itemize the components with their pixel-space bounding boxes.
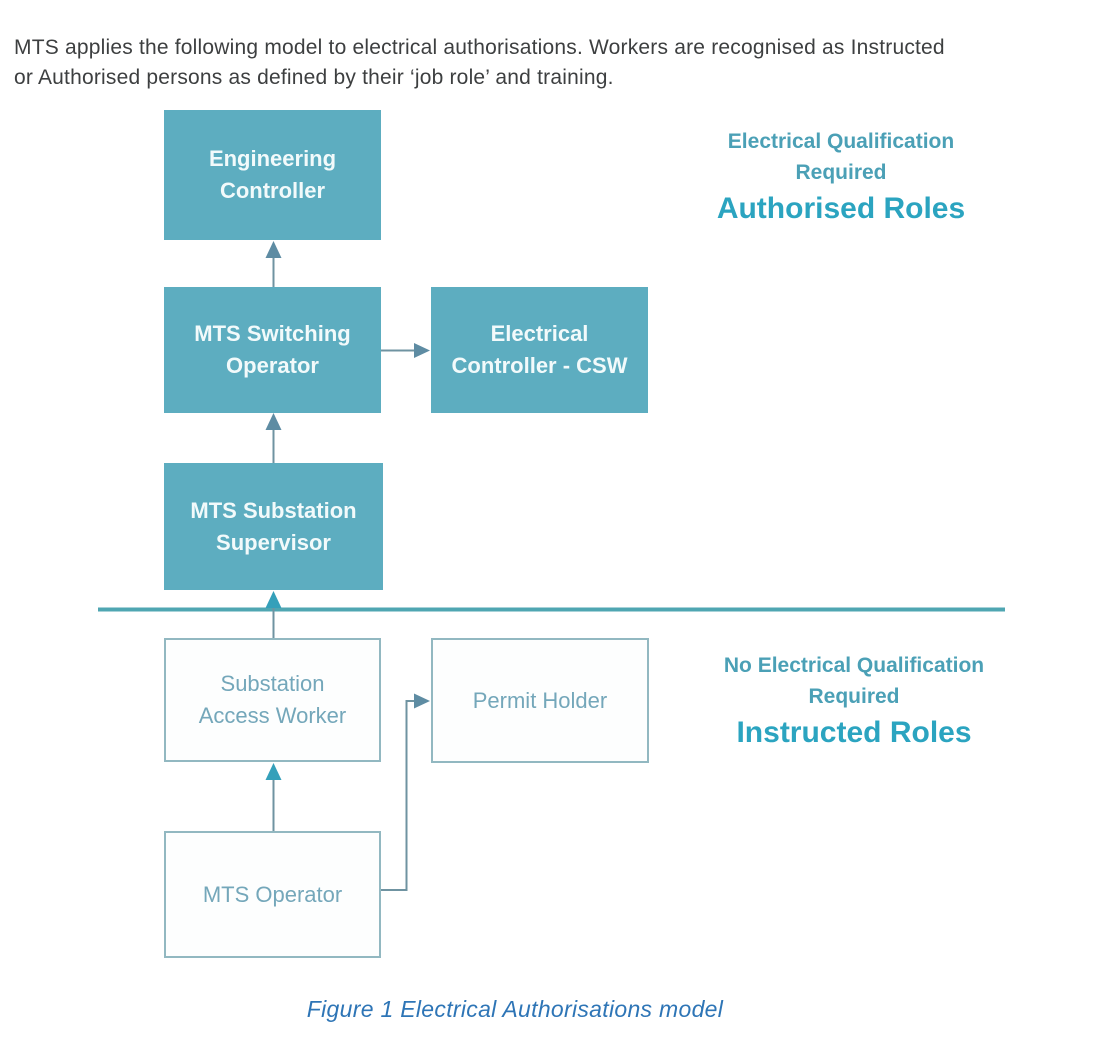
instructed-requirement-line-1: No Electrical Qualification xyxy=(723,654,985,677)
intro-line-2: or Authorised persons as defined by thei… xyxy=(14,66,614,89)
node-engineering-controller: Engineering Controller xyxy=(164,110,381,240)
instructed-roles-title: Instructed Roles xyxy=(736,716,972,749)
authorised-requirement-line-1: Electrical Qualification xyxy=(727,130,955,153)
node-label-line: Engineering xyxy=(208,146,337,171)
intro-paragraph: MTS applies the following model to elect… xyxy=(14,33,1100,93)
node-label-line: Permit Holder xyxy=(472,687,608,713)
intro-line-1: MTS applies the following model to elect… xyxy=(14,36,945,59)
node-electrical-controller-csw: Electrical Controller - CSW xyxy=(431,287,648,413)
node-substation-access-worker: Substation Access Worker xyxy=(164,638,381,762)
node-label-line: Operator xyxy=(226,353,319,378)
arrow-operator-to-accessworker-head xyxy=(265,763,282,780)
node-label-line: Controller xyxy=(219,178,326,203)
authorised-roles-label: Electrical Qualification Required Author… xyxy=(655,126,1027,228)
authorised-roles-title: Authorised Roles xyxy=(716,192,966,225)
node-label-line: Electrical xyxy=(490,321,589,346)
arrow-operator-to-permitholder-line xyxy=(381,700,415,891)
arrow-accessworker-to-supervisor-head xyxy=(265,591,282,608)
node-mts-substation-supervisor: MTS Substation Supervisor xyxy=(164,463,383,590)
node-label-line: MTS Operator xyxy=(202,881,343,907)
figure-caption: Figure 1 Electrical Authorisations model xyxy=(306,996,724,1022)
arrow-switching-to-csw-head xyxy=(414,343,430,358)
instructed-roles-label: No Electrical Qualification Required Ins… xyxy=(668,650,1040,752)
node-label-line: Access Worker xyxy=(198,703,347,728)
arrow-operator-to-permitholder-head xyxy=(414,693,430,709)
node-label-line: MTS Substation xyxy=(190,497,357,523)
node-label-line: Supervisor xyxy=(216,529,331,555)
node-label-line: Substation xyxy=(220,671,325,696)
node-permit-holder: Permit Holder xyxy=(431,638,649,763)
arrow-supervisor-to-switching-head xyxy=(265,413,282,430)
instructed-requirement-line-2: Required xyxy=(808,685,900,708)
node-label-line: Controller - CSW xyxy=(451,353,628,378)
authorised-requirement-line-2: Required xyxy=(795,161,887,184)
node-mts-switching-operator: MTS Switching Operator xyxy=(164,287,381,413)
node-mts-operator: MTS Operator xyxy=(164,831,381,958)
arrow-switching-to-engineering-head xyxy=(265,241,282,258)
node-label-line: MTS Switching xyxy=(194,321,351,346)
